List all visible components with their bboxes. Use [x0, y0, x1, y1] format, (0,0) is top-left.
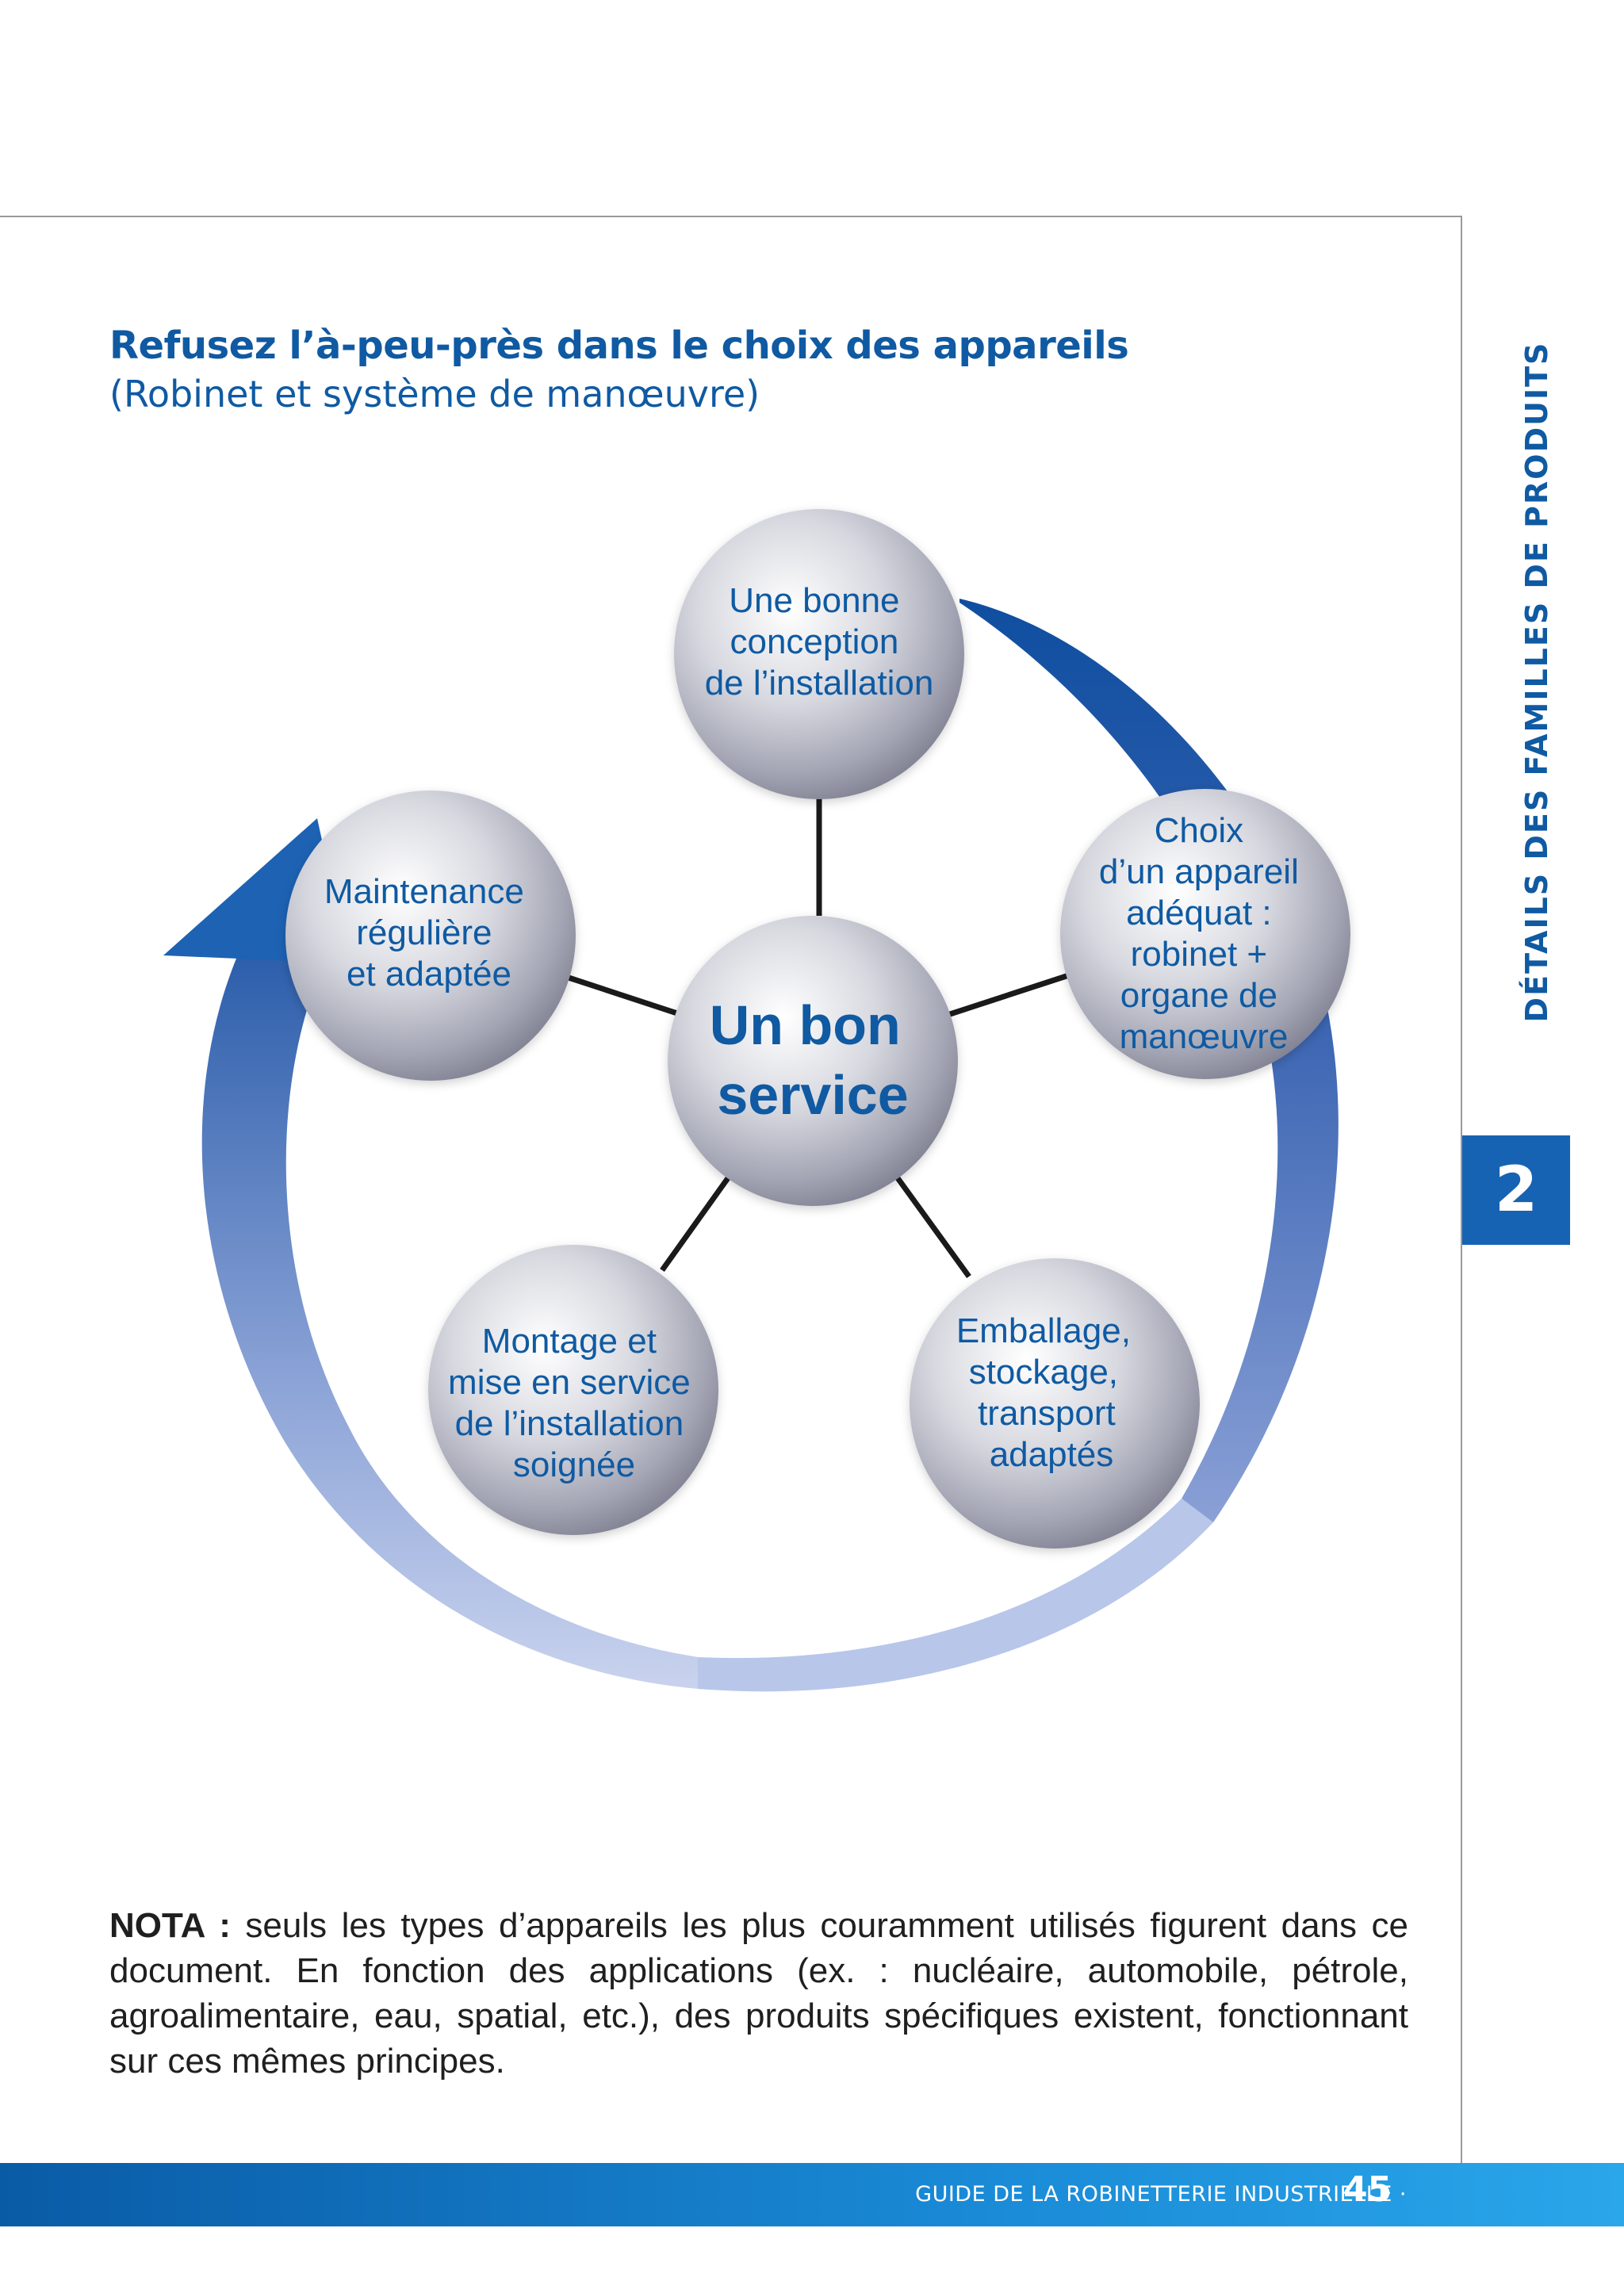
page-number: 45 [1343, 2169, 1392, 2210]
node-mounting-label: Montage et mise en service de l’installa… [448, 1322, 700, 1484]
node-maintenance-sphere [285, 791, 576, 1081]
node-choice-sphere [1060, 789, 1350, 1079]
section-number-tab: 2 [1462, 1135, 1570, 1245]
nota-text: seuls les types d’appareils les plus cou… [109, 1906, 1408, 2081]
node-design-sphere [674, 509, 964, 799]
nota-paragraph: NOTA : seuls les types d’appareils les p… [109, 1903, 1408, 2084]
nota-label: NOTA : [109, 1906, 231, 1945]
footer-band [0, 2163, 1624, 2226]
node-choice-label: Choix d’un appareil adéquat : robinet + … [1099, 811, 1308, 1056]
node-mounting-sphere [428, 1245, 718, 1535]
spoke-mounting [660, 1173, 732, 1273]
center-label: Un bon service [710, 994, 917, 1126]
spoke-choice [946, 972, 1071, 1018]
node-packaging-sphere [910, 1258, 1200, 1549]
node-design-label: Une bonne conception de l’installation [705, 581, 934, 702]
cycle-arrow-bottom-arc [698, 1499, 1213, 1692]
spoke-maintenance [565, 974, 684, 1018]
node-packaging-label: Emballage, stockage, transport adaptés [956, 1311, 1140, 1474]
page-subtitle: (Robinet et système de manœuvre) [109, 373, 760, 415]
side-divider [1461, 216, 1462, 2163]
node-maintenance-label: Maintenance régulière et adaptée [324, 872, 534, 993]
spoke-packaging [894, 1173, 971, 1279]
footer-title: GUIDE DE LA ROBINETTERIE INDUSTRIELLE · [915, 2182, 1407, 2207]
center-sphere [668, 916, 958, 1206]
cycle-arrow-left-arc [201, 904, 698, 1689]
page-title: Refusez l’à-peu-près dans le choix des a… [109, 323, 1129, 368]
top-divider [0, 216, 1461, 217]
